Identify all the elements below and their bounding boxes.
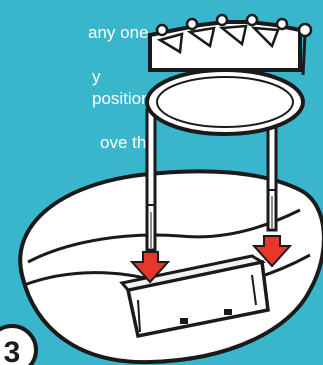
step-badge: 3 <box>0 326 36 365</box>
slot-notch-2 <box>224 309 232 315</box>
step-number: 3 <box>4 336 21 365</box>
oval-sign <box>147 70 303 134</box>
flag-crest <box>150 15 311 75</box>
pole-left <box>147 110 155 250</box>
base-tray <box>20 171 323 362</box>
slot-notch-1 <box>180 318 188 324</box>
